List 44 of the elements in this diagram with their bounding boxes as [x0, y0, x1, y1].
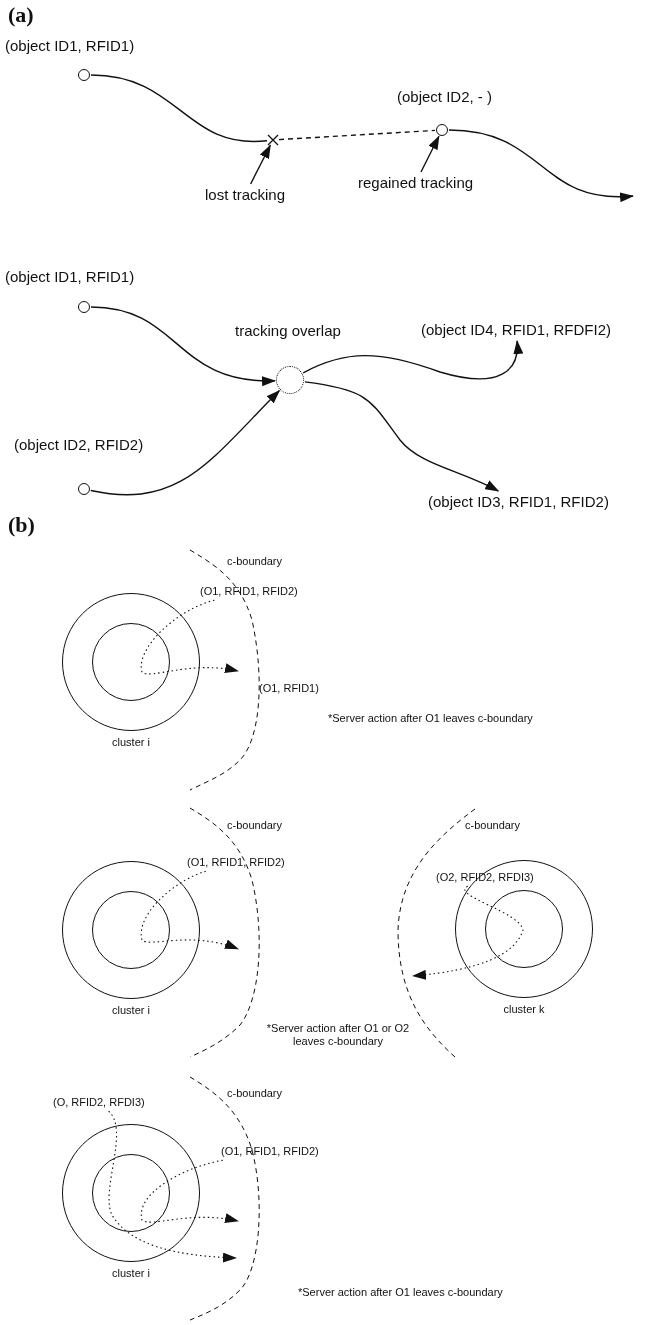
cross-mark: [268, 135, 278, 145]
arrow: [249, 144, 271, 185]
annotation-text: (O1, RFID1): [259, 682, 319, 696]
point-label: (object ID2, - ): [397, 88, 493, 106]
point-label: tracking overlap: [235, 322, 341, 340]
object-label: (object ID3, RFID1, RFID2): [428, 493, 609, 511]
annotation-text: *Server action after O1 or O2 leaves c-boundary: [265, 1022, 411, 1049]
annotation-text: c-boundary: [227, 555, 283, 569]
dashed-arrow: [140, 599, 239, 675]
panel-label: (b): [8, 512, 35, 539]
arrow: [90, 306, 276, 386]
annotation-text: *Server action after O1 leaves c-boundary: [298, 1286, 503, 1300]
cluster-label: cluster i: [111, 736, 151, 748]
object-label: (O1, RFID1, RFID2): [221, 1145, 319, 1159]
annotation-text: *Server action after O1 leaves c-boundary: [328, 712, 533, 726]
object-label: (object ID4, RFID1, RFDFI2): [421, 321, 612, 339]
object-label: regained tracking: [358, 174, 474, 192]
arrow: [302, 340, 523, 380]
arrow: [304, 381, 500, 492]
point-label: (object ID2, RFID2): [14, 436, 144, 454]
object-label: (O2, RFID2, RFDI3): [436, 871, 534, 885]
track-point-circle: [78, 483, 90, 495]
arrow: [420, 135, 440, 173]
track-point-circle: [78, 301, 90, 313]
dashed-arrow: [140, 1159, 239, 1224]
object-label: (O, RFID2, RFDI3): [53, 1096, 145, 1110]
cluster-label: cluster i: [111, 1267, 151, 1279]
track-point-circle: [78, 69, 90, 81]
annotation-text: c-boundary: [227, 1087, 283, 1101]
dashed-arrow: [140, 870, 239, 950]
dashed-arrow: [108, 1110, 237, 1263]
track-point-circle: [436, 124, 448, 136]
annotation-text: c-boundary: [465, 819, 521, 833]
cluster-label: cluster i: [111, 1004, 151, 1016]
cluster-label: cluster k: [502, 1003, 546, 1015]
object-label: (O1, RFID1, RFID2): [187, 856, 285, 870]
annotation-text: c-boundary: [227, 819, 283, 833]
object-label: lost tracking: [205, 186, 286, 204]
object-label: (O1, RFID1, RFID2): [200, 585, 298, 599]
point-label: (object ID1, RFID1): [5, 37, 135, 55]
arrow: [90, 389, 281, 496]
arrow: [448, 129, 634, 202]
point-label: (object ID1, RFID1): [5, 268, 135, 286]
panel-label: (a): [8, 2, 34, 29]
